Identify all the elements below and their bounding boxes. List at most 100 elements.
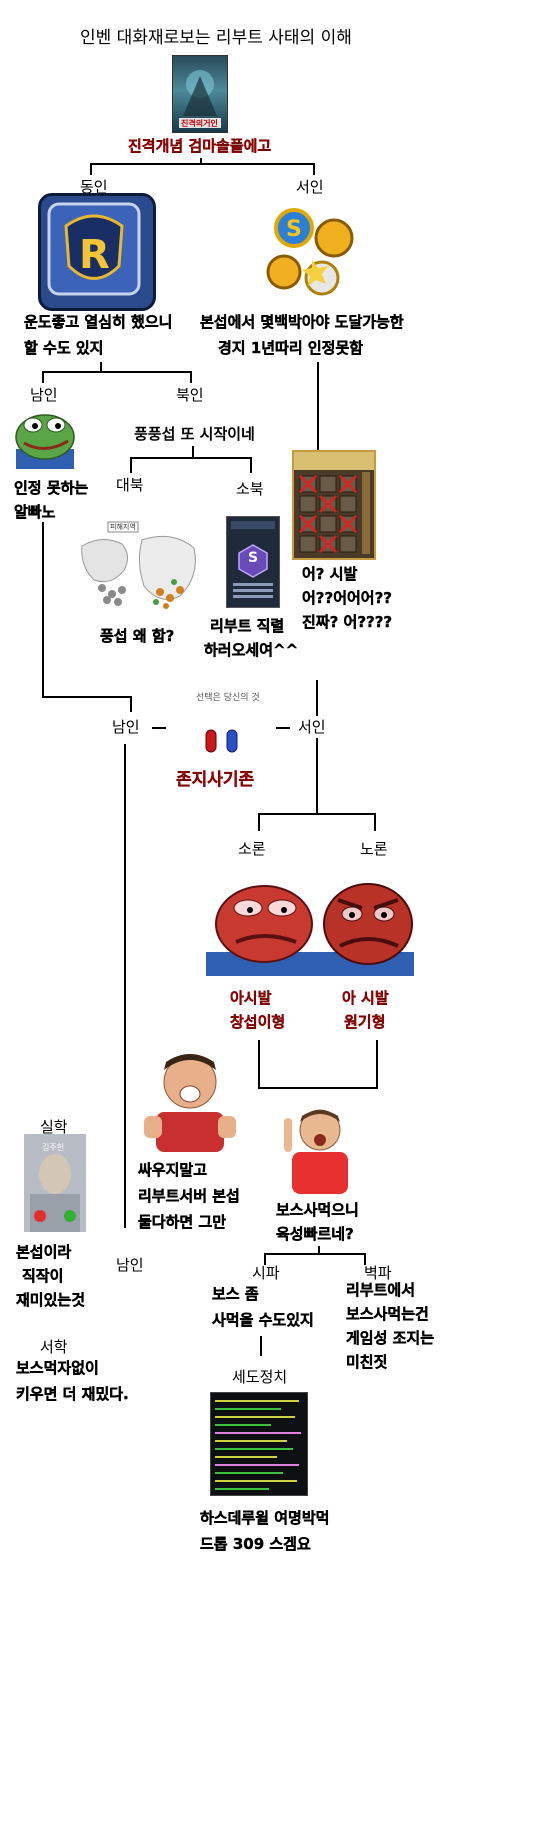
sedo-caption-1: 하스데루윌 여명박먹 (200, 1509, 330, 1527)
line (100, 362, 102, 372)
line (42, 522, 44, 698)
sipa-caption-1: 보스 좀 (212, 1285, 259, 1303)
west-caption-2: 경지 1년따리 인정못함 (218, 339, 364, 357)
byeokpa-caption-2: 보스사먹는건 (346, 1305, 429, 1323)
byeokpa-caption-4: 미친짓 (346, 1353, 388, 1371)
branch-seohak: 서학 (40, 1338, 68, 1356)
meso-coins-image: S (262, 198, 360, 302)
kid2-caption-1: 보스사먹으니 (276, 1201, 359, 1219)
r-badge-image: R (38, 193, 156, 311)
south-caption-2: 알빠노 (14, 503, 56, 521)
noron-caption-2: 원기형 (344, 1013, 386, 1031)
branch-south-3: 남인 (116, 1256, 144, 1274)
reboot-caption-3: 진짜? 어???? (302, 613, 393, 631)
kid2-caption-2: 육성빠르네? (276, 1225, 354, 1243)
chat-log-icon (215, 1400, 301, 1490)
kid-thumbs-icon (144, 1054, 236, 1152)
blue-pill-icon (226, 729, 238, 753)
reboot-r-icon: R (47, 202, 141, 296)
line (374, 813, 376, 831)
line (258, 1040, 260, 1088)
line (200, 158, 202, 164)
branch-south-2: 남인 (112, 718, 140, 736)
line (90, 163, 315, 165)
line (318, 1246, 320, 1254)
branch-great-north: 대북 (116, 476, 144, 494)
choice-header: 선택은 당신의 것 (196, 693, 260, 703)
sedo-caption-2: 드롭 309 스겜요 (200, 1535, 311, 1553)
small-north-caption-1: 리부트 직렬 (210, 617, 285, 635)
seohak-caption-2: 키우면 더 재밌다. (16, 1385, 129, 1403)
line (130, 457, 132, 473)
rank-card-image: S (226, 516, 280, 608)
line (317, 362, 319, 450)
thumbs-up-kid-image (138, 1048, 242, 1152)
byeokpa-caption-1: 리부트에서 (346, 1281, 416, 1299)
rank-badge-letter: S (248, 550, 259, 566)
frog-icon (15, 414, 75, 469)
page-title: 인벤 대화재로보는 리부트 사태의 이해 (80, 28, 352, 48)
branch-soron: 소론 (238, 840, 266, 858)
coins-icon: S (266, 208, 354, 296)
pepe-smug-image (14, 405, 76, 469)
svg-text:R: R (79, 232, 110, 278)
surprised-kid-image (282, 1100, 358, 1194)
line (190, 371, 192, 383)
branch-east: 동인 (80, 178, 108, 196)
chat-log-screenshot (210, 1392, 308, 1496)
line (130, 457, 252, 459)
branch-noron: 노론 (360, 840, 388, 858)
kid-pointing-icon (284, 1109, 348, 1194)
east-caption-2: 할 수도 있지 (24, 339, 104, 357)
svg-text:S: S (286, 217, 302, 242)
angry-frog-icon (206, 885, 318, 976)
manga-cover-title: 진격의거인 (181, 119, 218, 128)
north-caption: 풍풍섭 또 시작이네 (134, 425, 255, 443)
pepe-sad-image (206, 870, 318, 976)
line (276, 727, 290, 729)
furious-frog-icon (318, 883, 414, 976)
branch-west: 서인 (296, 178, 324, 196)
sipa-caption-2: 사먹을 수도있지 (212, 1311, 314, 1329)
item-grid-screenshot (292, 450, 376, 560)
silhak-caption-2: 직작이 (22, 1267, 64, 1285)
line (313, 163, 315, 175)
line (258, 813, 260, 831)
kid1-caption-2: 리부트서버 본섭 (138, 1187, 240, 1205)
line (316, 738, 318, 814)
seohak-caption-1: 보스먹자없이 (16, 1359, 99, 1377)
branch-south: 남인 (30, 386, 58, 404)
blue-pill-image (226, 729, 238, 753)
noron-caption-1: 아 시발 (342, 989, 389, 1007)
branch-west-2: 서인 (298, 718, 326, 736)
line (124, 744, 126, 1228)
red-pill-icon (205, 729, 217, 753)
line (316, 680, 318, 716)
choice-result: 존지사기존 (176, 770, 255, 790)
line (264, 1253, 266, 1265)
reboot-caption-2: 어??어어어?? (302, 589, 393, 607)
korea-map-image: 피해지역 (72, 516, 202, 612)
line (192, 446, 194, 458)
line (260, 1336, 262, 1356)
branch-byeokpa: 벽파 (364, 1264, 392, 1282)
byeokpa-caption-3: 게임성 조지는 (346, 1329, 435, 1347)
map-legend: 피해지역 (110, 523, 136, 531)
soron-caption-1: 아시발 (230, 989, 272, 1007)
rank-badge-icon (231, 521, 275, 598)
pepe-angry-image (318, 870, 414, 976)
branch-sipa: 시파 (252, 1264, 280, 1282)
manga-cover-art (179, 70, 221, 128)
line (258, 1087, 378, 1089)
branch-small-north: 소북 (236, 480, 264, 498)
branch-silhak: 실학 (40, 1118, 68, 1136)
line (264, 1253, 366, 1255)
branch-north: 북인 (176, 386, 204, 404)
line (42, 696, 132, 698)
reboot-caption-1: 어? 시발 (302, 565, 358, 583)
caller-name: 김주헌 (42, 1143, 65, 1152)
silhak-caption-3: 재미있는것 (16, 1291, 86, 1309)
crossed-items-icon (294, 452, 374, 554)
soron-caption-2: 창섭이형 (230, 1013, 286, 1031)
small-north-caption-2: 하러오세여^^ (204, 641, 299, 659)
